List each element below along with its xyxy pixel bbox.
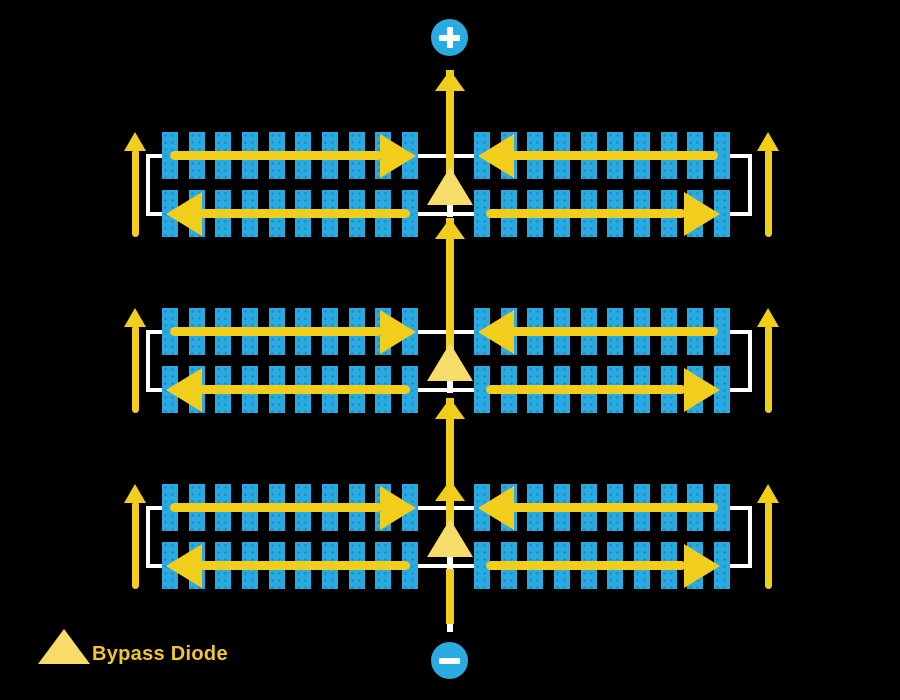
flow-up-arrowhead — [435, 398, 465, 419]
center-line-segment — [446, 569, 454, 624]
minus-icon — [431, 642, 468, 679]
diode-wire-stub — [447, 553, 453, 569]
current-arrow-head-right — [684, 191, 720, 236]
current-arrow-head-right — [684, 543, 720, 588]
solar-cell — [713, 484, 730, 531]
flow-up-arrowhead — [435, 70, 465, 91]
current-arrow-shaft — [170, 503, 382, 512]
edge-up-arrowhead-right — [757, 308, 779, 327]
flow-up-arrowhead — [435, 480, 465, 501]
solar-cell — [474, 190, 490, 237]
edge-up-arrow-shaft-left — [131, 501, 139, 589]
current-arrow-shaft — [486, 209, 686, 218]
edge-up-arrowhead-left — [124, 484, 146, 503]
edge-up-arrowhead-left — [124, 308, 146, 327]
current-arrow-shaft — [510, 503, 718, 512]
edge-up-arrow-shaft-right — [764, 149, 772, 237]
edge-up-arrow-shaft-left — [131, 149, 139, 237]
current-arrow-shaft — [198, 561, 410, 570]
current-arrow-shaft — [486, 561, 686, 570]
current-arrow-shaft — [198, 385, 410, 394]
solar-cell — [713, 132, 730, 179]
diode-wire-stub — [447, 201, 453, 217]
solar-cell — [713, 308, 730, 355]
current-arrow-head-right — [380, 485, 416, 530]
edge-up-arrowhead-right — [757, 132, 779, 151]
current-arrow-head-left — [478, 485, 514, 530]
edge-up-arrowhead-right — [757, 484, 779, 503]
current-arrow-head-left — [166, 367, 202, 412]
legend-label: Bypass Diode — [92, 643, 228, 665]
solar-cell — [474, 366, 490, 413]
flow-up-arrowhead — [435, 218, 465, 239]
bypass-diode — [427, 519, 473, 557]
edge-up-arrow-shaft-right — [764, 501, 772, 589]
solar-cell — [474, 542, 490, 589]
diode-wire-stub — [447, 377, 453, 393]
current-arrow-shaft — [510, 151, 718, 160]
current-arrow-head-left — [478, 133, 514, 178]
current-arrow-head-right — [380, 133, 416, 178]
plus-icon — [431, 19, 468, 56]
center-line-segment — [446, 70, 454, 204]
current-arrow-head-right — [380, 309, 416, 354]
current-arrow-shaft — [170, 151, 382, 160]
edge-up-arrow-shaft-right — [764, 325, 772, 413]
current-arrow-shaft — [486, 385, 686, 394]
current-arrow-shaft — [170, 327, 382, 336]
string-2 — [0, 308, 900, 413]
edge-up-arrowhead-left — [124, 132, 146, 151]
string-3 — [0, 484, 900, 589]
current-arrow-head-left — [166, 191, 202, 236]
edge-up-arrow-shaft-left — [131, 325, 139, 413]
current-arrow-shaft — [510, 327, 718, 336]
current-arrow-head-left — [478, 309, 514, 354]
wire-end-nub — [447, 620, 453, 632]
bypass-diode — [427, 167, 473, 205]
positive-terminal — [431, 19, 468, 56]
current-arrow-shaft — [198, 209, 410, 218]
current-arrow-head-left — [166, 543, 202, 588]
current-arrow-head-right — [684, 367, 720, 412]
center-line-segment — [446, 218, 454, 378]
bypass-diode-icon — [38, 629, 90, 664]
bypass-diode — [427, 343, 473, 381]
negative-terminal — [431, 642, 468, 679]
string-1 — [0, 132, 900, 237]
center-line-segment — [446, 398, 454, 554]
